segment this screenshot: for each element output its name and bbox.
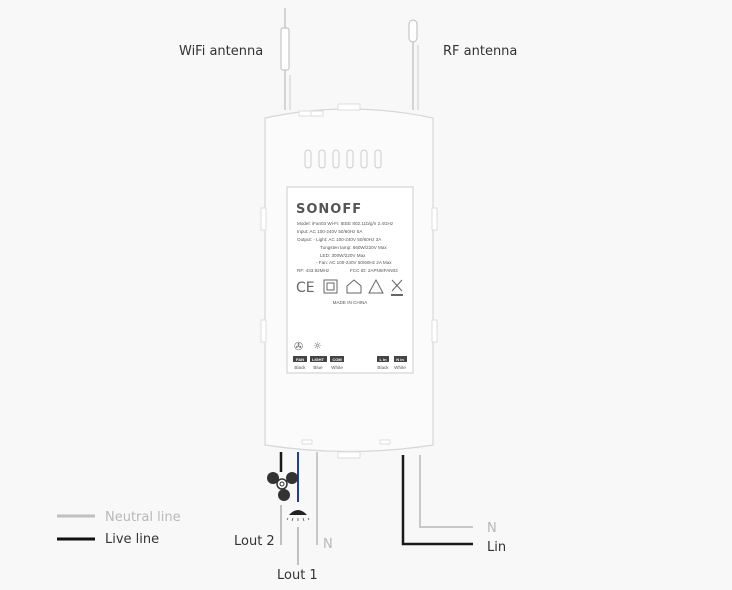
- label-line: Output: - Light: AC 100-240V 50/60Hz 3A: [297, 237, 382, 242]
- fan-icon: [267, 472, 298, 501]
- fan-icon: ✇: [294, 340, 303, 353]
- rf-antenna-label: RF antenna: [443, 44, 517, 59]
- svg-text:White: White: [331, 365, 343, 370]
- product-label: SONOFF Model: iFan03 Wi-Fi: IEEE 802.11b…: [286, 186, 414, 374]
- warning-icon: [368, 278, 384, 294]
- svg-text:LIGHT: LIGHT: [312, 357, 325, 362]
- wifi-antenna: [280, 8, 291, 110]
- svg-text:Blue: Blue: [313, 365, 323, 370]
- label-line: LED: 300W/220V Max: [320, 253, 366, 258]
- lout2-label: Lout 2: [234, 534, 275, 549]
- svg-text:COM: COM: [332, 357, 342, 362]
- label-line: RF: 433.92MHz: [297, 268, 330, 273]
- terminal-fan: FAN Black: [293, 356, 307, 370]
- label-line: - Fan: AC 100-240V 50/60Hz 2A Max: [316, 260, 392, 265]
- svg-text:L in: L in: [379, 357, 387, 362]
- terminal-l-in: L in Black: [377, 356, 389, 370]
- made-in: MADE IN CHINA: [333, 300, 369, 305]
- label-line: Input: AC 100-240V 50/60Hz 5A: [297, 229, 363, 234]
- light-bulb-icon: ☼: [313, 341, 322, 352]
- neutral-legend-label: Neutral line: [105, 510, 181, 525]
- lout1-label: Lout 1: [277, 568, 318, 583]
- rf-antenna: [408, 19, 419, 110]
- legend: Neutral line Live line: [57, 510, 181, 547]
- label-line: Tungsten lamp: 660W/220V Max: [320, 245, 387, 250]
- neutral-in-label: N: [487, 521, 497, 536]
- live-in-label: Lin: [487, 540, 506, 555]
- neutral-out-label: N: [323, 537, 333, 552]
- svg-text:Black: Black: [294, 365, 306, 370]
- terminal-light: LIGHT Blue: [310, 356, 327, 370]
- class-ii-icon: [323, 279, 338, 294]
- svg-text:N in: N in: [396, 357, 404, 362]
- live-in-wire: [401, 455, 473, 546]
- terminal-n-in: N in White: [394, 356, 407, 370]
- ce-mark-icon: CE: [296, 280, 315, 296]
- label-line: Model: iFan03 Wi-Fi: IEEE 802.11b/g/n 2.…: [297, 221, 394, 226]
- svg-text:White: White: [394, 365, 406, 370]
- svg-text:Black: Black: [377, 365, 389, 370]
- indoor-use-icon: [346, 279, 362, 294]
- wires: [279, 452, 473, 565]
- weee-icon: [391, 279, 403, 292]
- live-legend-label: Live line: [105, 532, 159, 547]
- terminal-com: COM White: [330, 356, 344, 370]
- svg-text:FAN: FAN: [296, 357, 304, 362]
- label-line: FCC ID: 2APN5IFAN03: [350, 268, 398, 273]
- ceiling-light-icon: [286, 510, 310, 522]
- neutral-in-wire: [419, 455, 473, 528]
- wifi-antenna-label: WiFi antenna: [179, 44, 263, 59]
- brand-logo: SONOFF: [296, 202, 362, 217]
